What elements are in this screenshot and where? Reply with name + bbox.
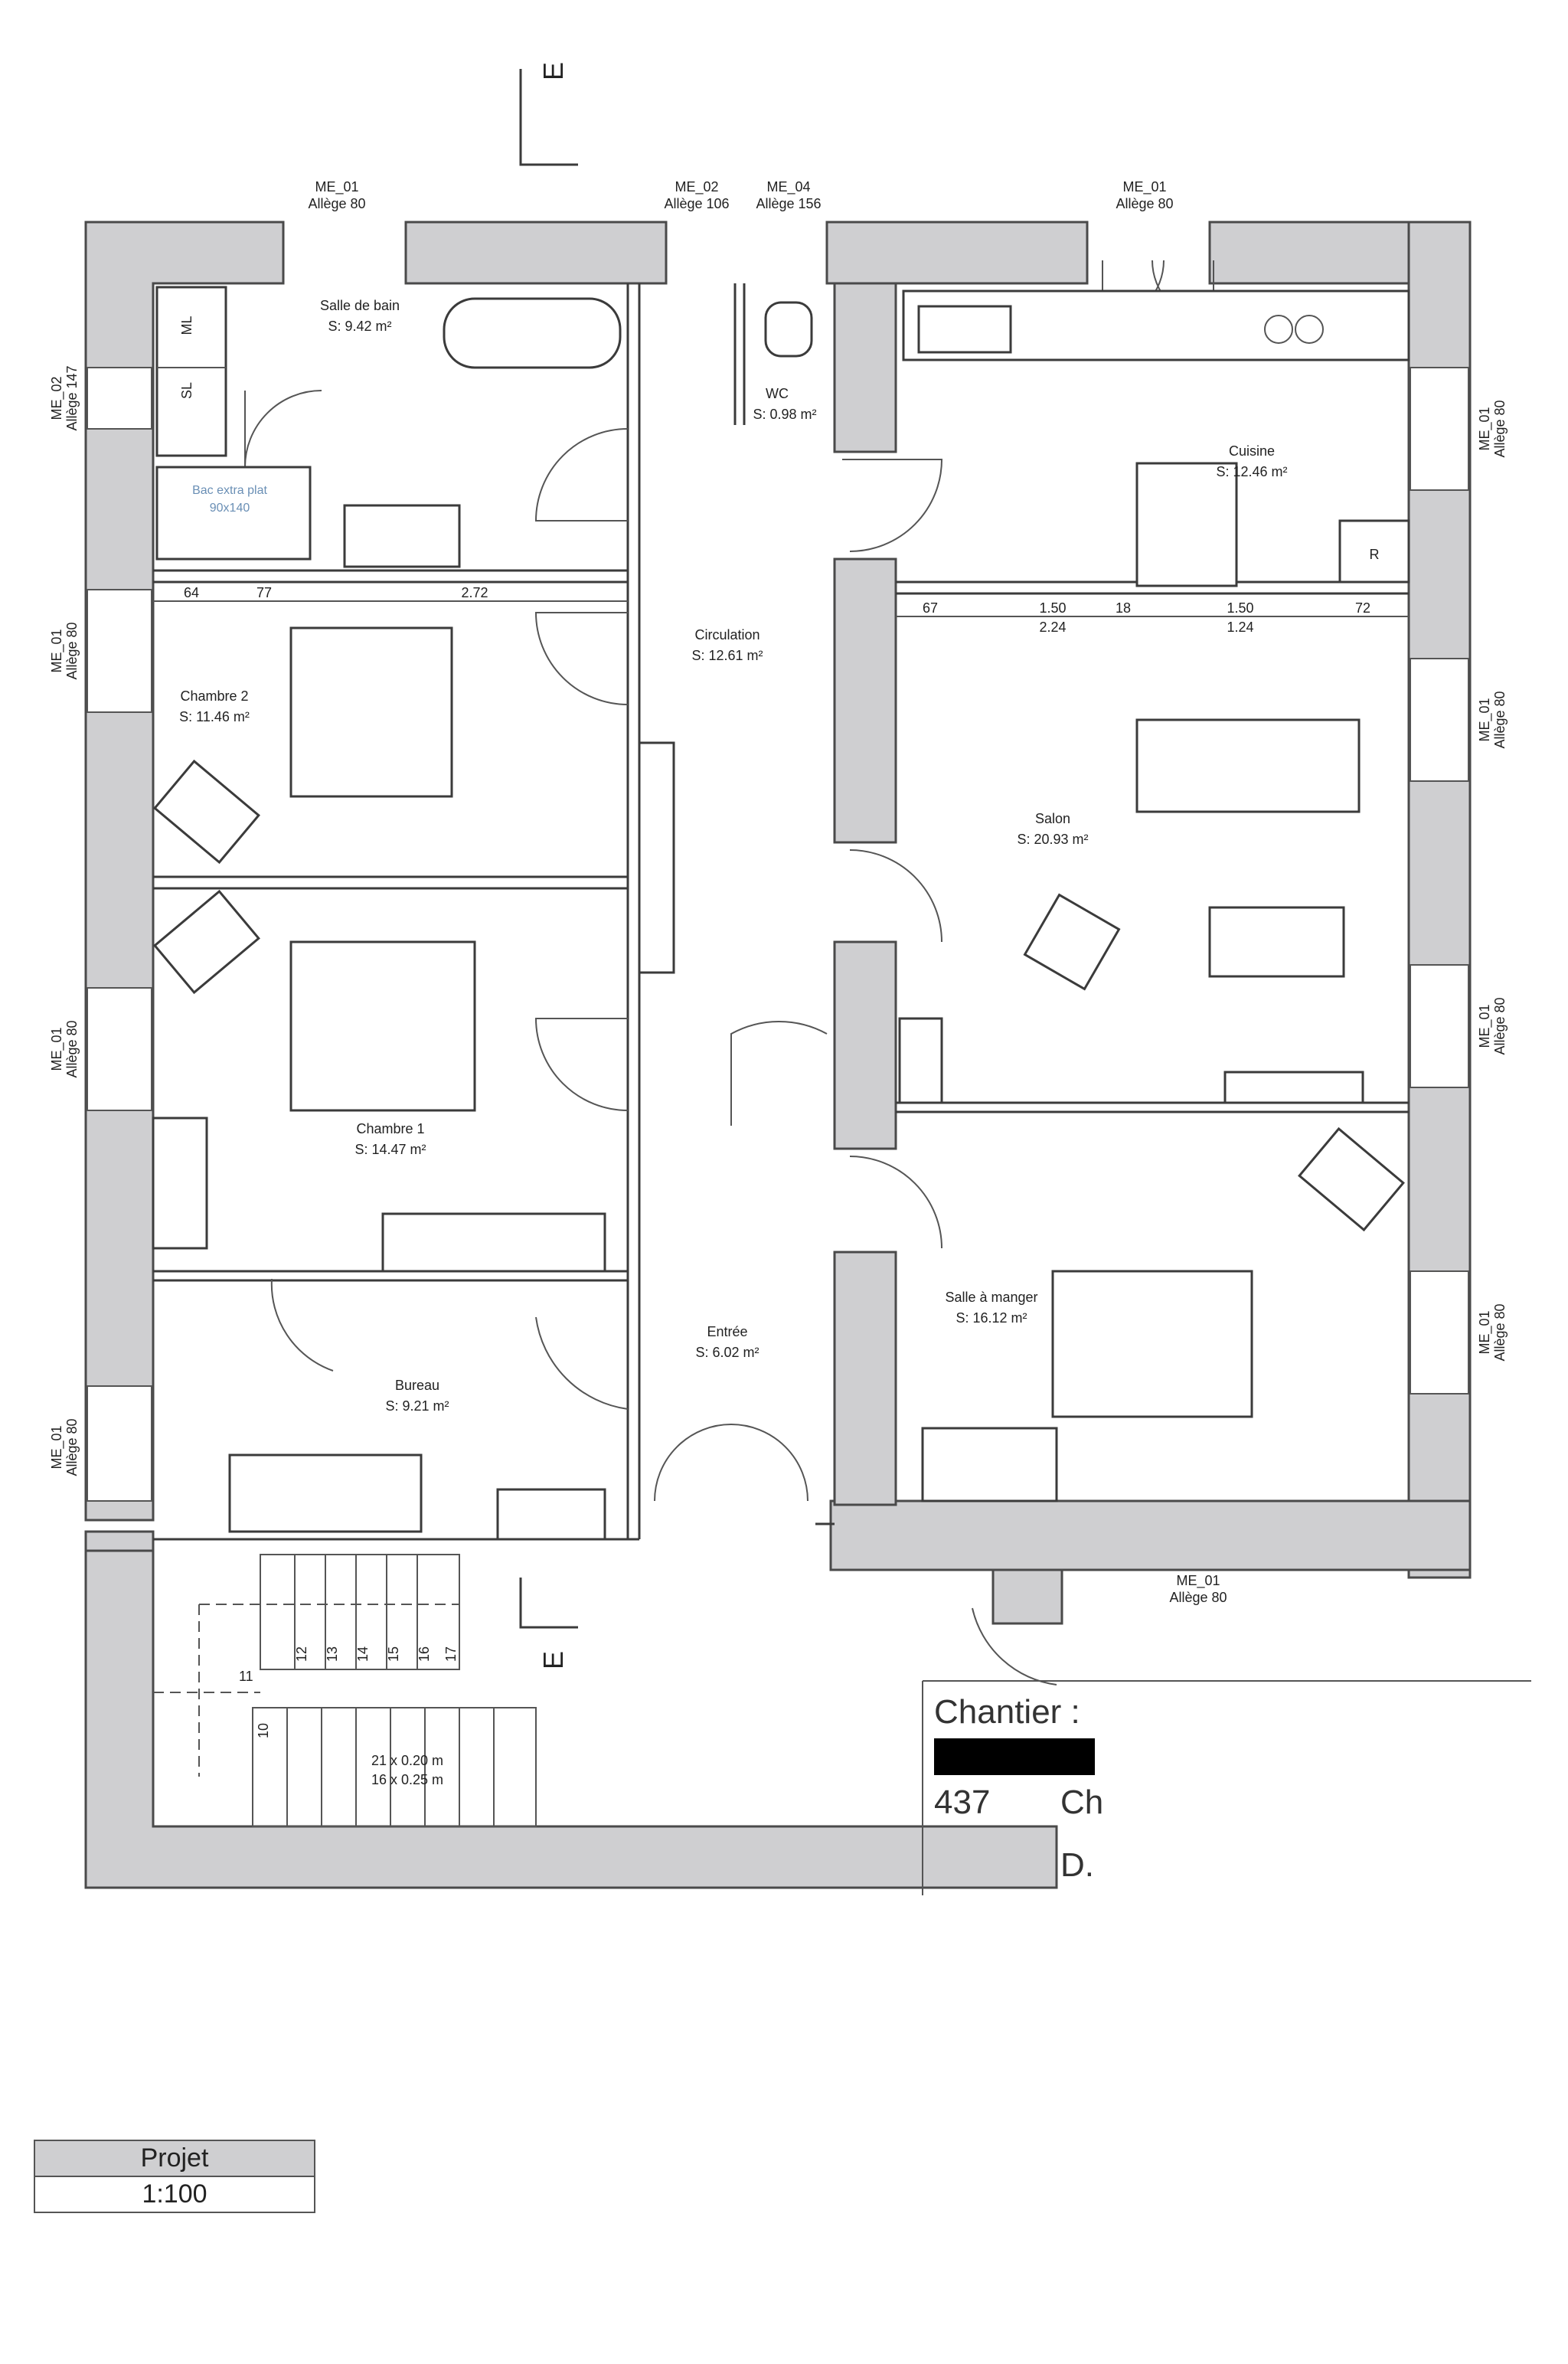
room-name: Circulation <box>694 627 760 642</box>
window-code: ME_01 <box>49 1027 65 1071</box>
washing-machine-label: ML <box>179 316 194 335</box>
window-allege: Allège 80 <box>1116 196 1173 211</box>
north-mark-top: E <box>537 62 569 80</box>
window-code: ME_01 <box>1477 698 1493 741</box>
room-labels: Salle de bain S: 9.42 m² WC S: 0.98 m² C… <box>179 298 1287 1414</box>
stair-step-13: 13 <box>325 1646 340 1662</box>
exterior-walls <box>84 221 1472 1889</box>
room-name: WC <box>766 386 789 401</box>
room-area: S: 20.93 m² <box>1017 832 1088 847</box>
window-code: ME_04 <box>766 179 810 195</box>
window-code: ME_01 <box>1477 1004 1493 1048</box>
stair-step-14: 14 <box>355 1646 371 1662</box>
dimension-labels: 64 77 2.72 67 1.50 18 1.50 72 2.24 1.24 <box>153 585 1409 635</box>
room-area: S: 12.46 m² <box>1216 464 1287 479</box>
window-code: ME_02 <box>675 179 718 195</box>
stair-step-17: 17 <box>443 1646 459 1662</box>
stair-step-12: 12 <box>294 1646 309 1662</box>
chantier-ch: Ch <box>1060 1784 1103 1821</box>
window-allege: Allège 80 <box>308 196 365 211</box>
window-code: ME_01 <box>1477 407 1493 450</box>
window-allege: Allège 80 <box>64 1020 80 1077</box>
window-allege: Allège 156 <box>756 196 821 211</box>
stair-step-15: 15 <box>386 1646 401 1662</box>
window-code: ME_01 <box>1122 179 1166 195</box>
window-code: ME_01 <box>49 1425 65 1469</box>
chantier-code: 437 <box>934 1784 990 1821</box>
room-name: Salle à manger <box>945 1290 1037 1305</box>
window-allege: Allège 80 <box>1492 997 1508 1054</box>
window-code: ME_01 <box>315 179 358 195</box>
dimension: 1.24 <box>1227 620 1253 635</box>
dimension: 67 <box>923 600 938 616</box>
stair-step-16: 16 <box>416 1646 432 1662</box>
stair-spec-2: 16 x 0.25 m <box>371 1772 443 1787</box>
window-code: ME_02 <box>49 376 65 420</box>
window-allege: Allège 80 <box>1492 1303 1508 1361</box>
fridge-label: R <box>1370 547 1380 562</box>
dimension: 1.50 <box>1227 600 1253 616</box>
window-allege: Allège 106 <box>664 196 729 211</box>
dimension: 72 <box>1355 600 1370 616</box>
window-code: ME_01 <box>1176 1573 1220 1589</box>
room-area: S: 9.21 m² <box>385 1398 449 1414</box>
window-allege: Allège 80 <box>64 622 80 679</box>
dimension: 64 <box>184 585 199 600</box>
chantier-label: Chantier : <box>934 1693 1080 1731</box>
dimension: 18 <box>1116 600 1131 616</box>
interior-walls <box>153 282 1409 1541</box>
room-area: S: 6.02 m² <box>695 1345 759 1360</box>
window-allege: Allège 80 <box>1169 1590 1227 1605</box>
stair-step-11: 11 <box>239 1669 253 1684</box>
chantier-date-label: D. <box>1060 1846 1094 1884</box>
scale-legend: Projet 1:100 <box>34 2140 315 2213</box>
room-name: Salon <box>1035 811 1070 826</box>
north-mark-bottom: E <box>537 1651 569 1669</box>
fixture-labels: ML SL R Bac extra plat 90x140 <box>179 316 1380 562</box>
stair-step-10: 10 <box>256 1723 271 1738</box>
window-code: ME_01 <box>1477 1310 1493 1354</box>
dryer-label: SL <box>179 382 194 399</box>
window-allege: Allège 80 <box>1492 691 1508 748</box>
room-name: Entrée <box>707 1324 747 1339</box>
room-name: Chambre 1 <box>356 1121 424 1136</box>
room-area: S: 12.61 m² <box>691 648 763 663</box>
title-block: Chantier : 437 Ch D. <box>922 1680 1531 1895</box>
doors <box>244 260 1214 1686</box>
dimension: 2.24 <box>1039 620 1066 635</box>
section-marks: E E <box>519 62 578 1669</box>
room-area: S: 9.42 m² <box>328 319 391 334</box>
window-allege: Allège 80 <box>64 1418 80 1476</box>
room-name: Salle de bain <box>320 298 400 313</box>
window-labels: ME_01 Allège 80 ME_02 Allège 106 ME_04 A… <box>49 179 1508 1605</box>
dimension: 1.50 <box>1039 600 1066 616</box>
shower-tray-size: 90x140 <box>210 502 250 515</box>
room-name: Chambre 2 <box>180 688 248 704</box>
room-area: S: 0.98 m² <box>753 407 816 422</box>
redaction-bar <box>934 1738 1095 1775</box>
window-code: ME_01 <box>49 629 65 672</box>
room-name: Cuisine <box>1229 443 1275 459</box>
legend-label: Projet <box>35 2141 314 2177</box>
shower-tray-label: Bac extra plat <box>192 484 267 497</box>
staircase: 10 11 12 13 14 15 16 17 21 x 0.20 m 16 x… <box>153 1554 537 1827</box>
room-area: S: 16.12 m² <box>956 1310 1027 1326</box>
dimension: 2.72 <box>461 585 488 600</box>
room-area: S: 11.46 m² <box>179 709 250 724</box>
dimension: 77 <box>256 585 272 600</box>
stair-spec-1: 21 x 0.20 m <box>371 1753 443 1768</box>
legend-scale: 1:100 <box>35 2177 314 2212</box>
window-allege: Allège 147 <box>64 365 80 430</box>
window-allege: Allège 80 <box>1492 400 1508 457</box>
room-area: S: 14.47 m² <box>354 1142 426 1157</box>
room-name: Bureau <box>395 1378 439 1393</box>
furniture <box>152 286 1410 1541</box>
